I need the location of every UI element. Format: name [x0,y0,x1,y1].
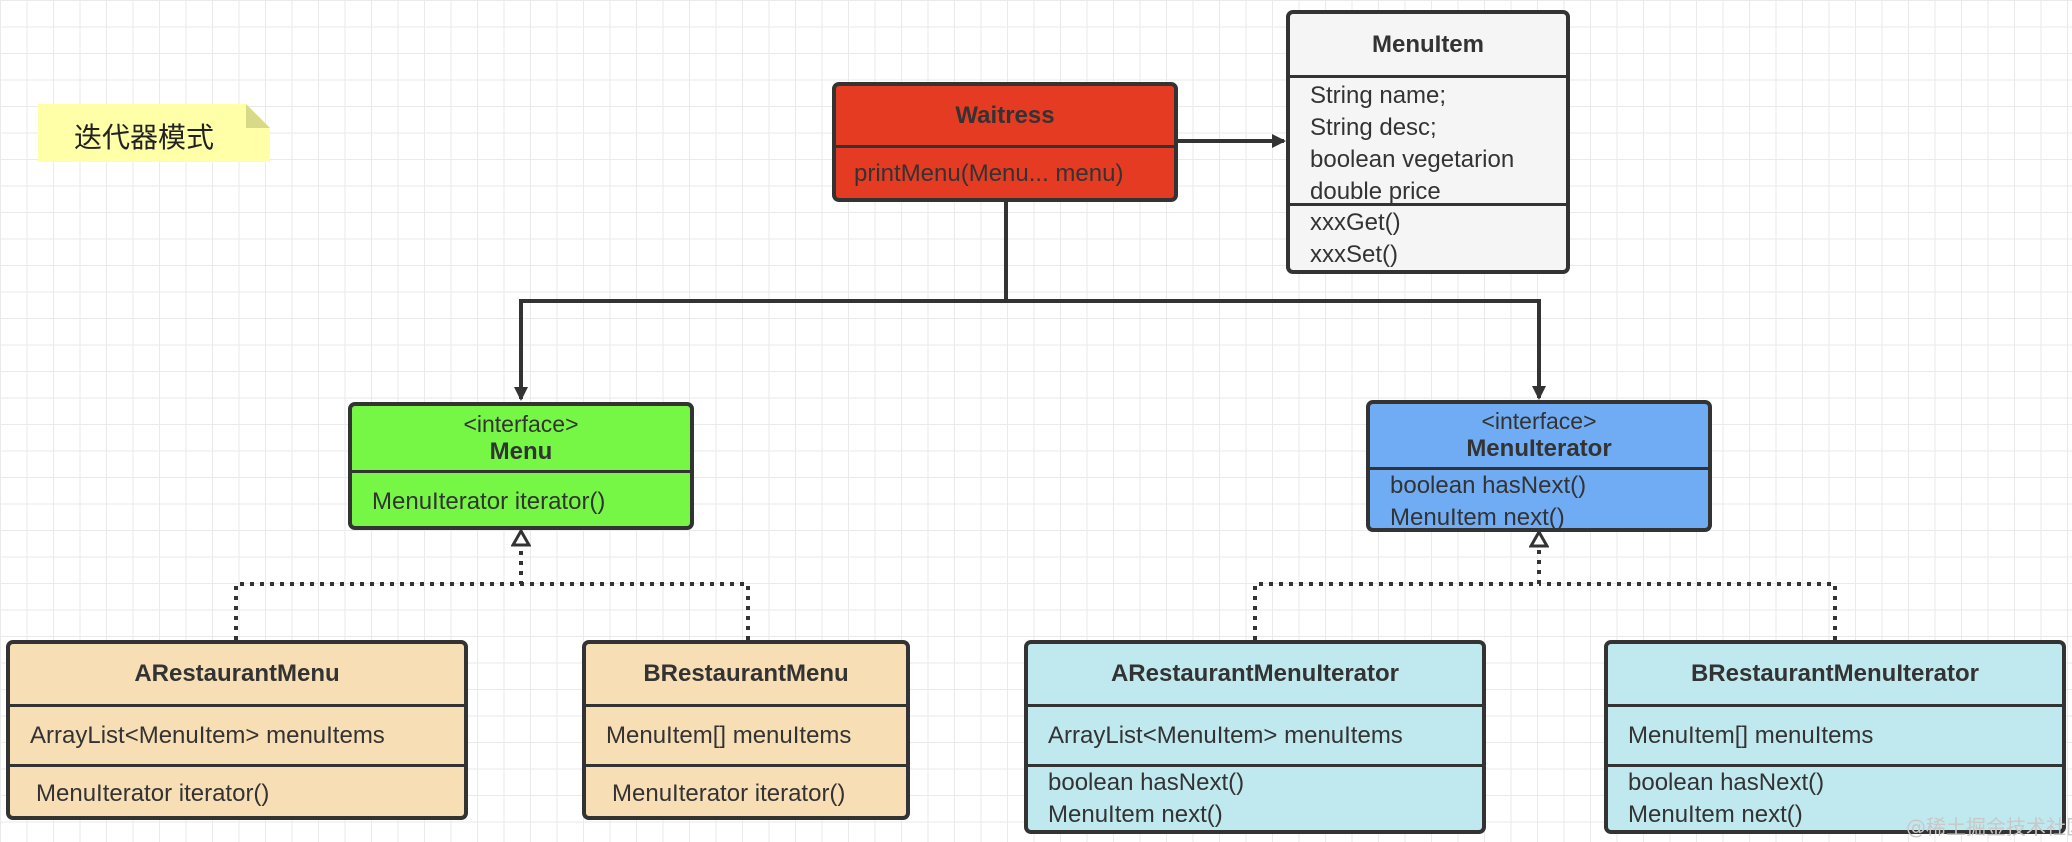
waitress-method: printMenu(Menu... menu) [854,160,1124,187]
menu-interface-name: Menu [489,437,553,465]
sticky-note-text: 迭代器模式 [74,121,215,154]
arestaurantmenu-fields: ArrayList<MenuItem> menuItems [10,704,464,764]
brestaurantmenuiterator-fields: MenuItem[] menuItems [1608,704,2062,764]
menuitem-fields: String name; String desc; boolean vegeta… [1290,75,1566,205]
arestaurantmenuiterator-method: boolean hasNext() [1048,769,1245,796]
brestaurantmenuiterator-method: MenuItem next() [1628,801,1803,828]
realization-brestaurantmenuiterator-menuiterator [1539,582,1837,640]
brestaurantmenu-class[interactable]: BRestaurantMenu MenuItem[] menuItems Men… [582,640,910,820]
menu-interface[interactable]: <interface> Menu MenuIterator iterator() [348,402,694,530]
menu-methods: MenuIterator iterator() [352,470,690,526]
menuiterator-interface-header: <interface> MenuIterator [1370,404,1708,467]
menuitem-field: double price [1310,178,1441,205]
arestaurantmenu-class-name: ARestaurantMenu [134,660,340,687]
menuitem-method: xxxGet() [1310,209,1401,236]
menuitem-field: String desc; [1310,114,1437,141]
waitress-class[interactable]: Waitress printMenu(Menu... menu) [832,82,1178,202]
brestaurantmenu-class-name: BRestaurantMenu [643,660,849,687]
menuitem-class[interactable]: MenuItem String name; String desc; boole… [1286,10,1570,274]
realization-arestaurantmenuiterator-menuiterator [1253,532,1539,640]
menuiterator-interface[interactable]: <interface> MenuIterator boolean hasNext… [1366,400,1712,532]
watermark: @稀土掘金技术社区 [1906,815,2072,839]
arestaurantmenuiterator-field: ArrayList<MenuItem> menuItems [1048,721,1403,749]
menuiterator-method: boolean hasNext() [1390,472,1587,499]
arestaurantmenu-method: MenuIterator iterator() [36,779,270,807]
arestaurantmenuiterator-class-name: ARestaurantMenuIterator [1110,660,1400,687]
brestaurantmenuiterator-field: MenuItem[] menuItems [1628,721,1874,749]
brestaurantmenu-fields: MenuItem[] menuItems [586,704,906,764]
menu-method: MenuIterator iterator() [372,487,606,515]
menuiterator-stereotype: <interface> [1481,408,1597,434]
waitress-methods: printMenu(Menu... menu) [836,145,1174,198]
arestaurantmenuiterator-class[interactable]: ARestaurantMenuIterator ArrayList<MenuIt… [1024,640,1486,834]
brestaurantmenu-field: MenuItem[] menuItems [606,721,852,749]
arestaurantmenu-field: ArrayList<MenuItem> menuItems [30,721,385,749]
menuitem-method: xxxSet() [1310,241,1399,268]
menuiterator-methods: boolean hasNext() MenuItem next() [1370,467,1708,531]
menuitem-field: boolean vegetarion [1310,146,1515,173]
menuiterator-interface-name: MenuIterator [1466,435,1612,462]
waitress-class-name: Waitress [955,101,1055,129]
realization-brestaurantmenu-menu [521,582,750,640]
arestaurantmenuiterator-fields: ArrayList<MenuItem> menuItems [1028,704,1482,764]
menu-interface-header: <interface> Menu [352,406,690,470]
brestaurantmenu-methods: MenuIterator iterator() [586,764,906,816]
brestaurantmenuiterator-methods: boolean hasNext() MenuItem next() [1608,764,2062,830]
menuitem-class-name: MenuItem [1371,30,1484,58]
brestaurantmenuiterator-class[interactable]: BRestaurantMenuIterator MenuItem[] menuI… [1604,640,2066,834]
brestaurantmenu-method: MenuIterator iterator() [612,779,846,807]
realization-arestaurantmenu-menu [234,531,521,640]
menuitem-field: String name; [1310,82,1447,109]
menu-stereotype: <interface> [463,410,579,437]
menuiterator-method: MenuItem next() [1390,504,1565,531]
arestaurantmenu-methods: MenuIterator iterator() [10,764,464,816]
brestaurantmenuiterator-method: boolean hasNext() [1628,769,1825,796]
menuitem-methods: xxxGet() xxxSet() [1290,203,1566,270]
association-waitress-menuiterator [1006,299,1546,400]
brestaurantmenuiterator-class-name: BRestaurantMenuIterator [1690,660,1980,687]
association-waitress-menu [514,299,1006,401]
sticky-note [38,104,270,162]
arestaurantmenuiterator-method: MenuItem next() [1048,801,1223,828]
arestaurantmenu-class[interactable]: ARestaurantMenu ArrayList<MenuItem> menu… [6,640,468,820]
arestaurantmenuiterator-methods: boolean hasNext() MenuItem next() [1028,764,1482,830]
